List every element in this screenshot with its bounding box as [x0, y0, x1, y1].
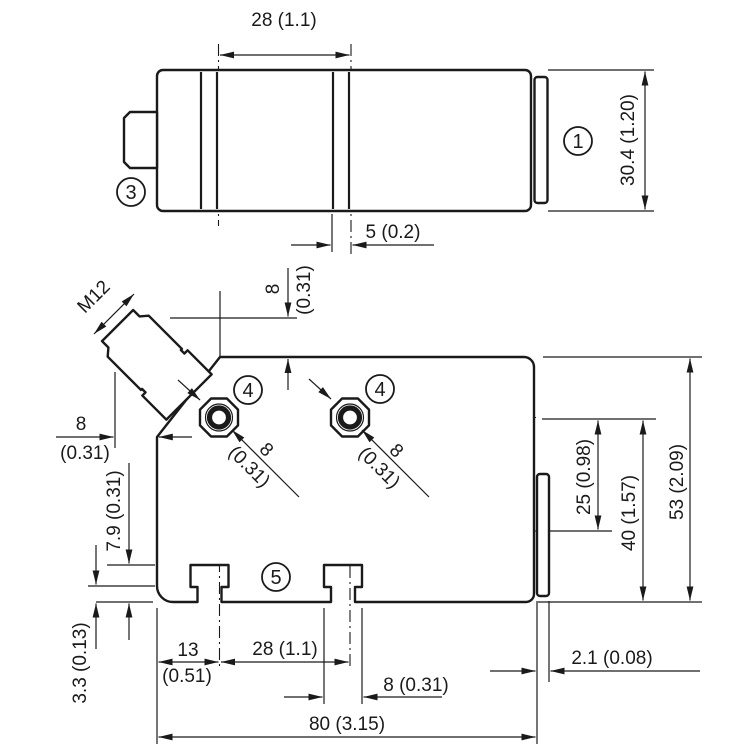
hole1-leader-arrow	[177, 379, 201, 401]
dim-top-8: 8 (0.31)	[170, 265, 315, 390]
dim-tab-label: 2.1 (0.08)	[571, 648, 652, 669]
dim-slot-width: 8 (0.31)	[284, 675, 449, 701]
dim-step-label: 3.3 (0.13)	[70, 622, 91, 703]
callout-1-label: 1	[572, 131, 583, 153]
dim-left-8-mm: 8	[76, 414, 87, 435]
callout-1: 1	[563, 126, 593, 156]
dim-step: 3.3 (0.13)	[70, 545, 155, 704]
hole2-leader-arrow	[308, 378, 332, 400]
dim-40-label: 40 (1.57)	[619, 475, 640, 551]
dim-13-mm: 13	[177, 640, 198, 661]
dim-53: 53 (2.09)	[667, 358, 694, 601]
callout-5: 5	[261, 562, 291, 592]
dim-groove-pitch-label: 28 (1.1)	[251, 10, 316, 31]
dim-overall-width: 80 (3.15)	[158, 714, 536, 741]
front-tab-top-view	[533, 75, 549, 205]
side-view: M12 8 (0.31) 8 (0.31) 8 (0.31)	[56, 265, 702, 744]
connector-top-view	[122, 110, 159, 170]
dim-height: 30.4 (1.20)	[548, 69, 654, 212]
callout-4a-label: 4	[242, 380, 253, 402]
dim-13-in: (0.51)	[162, 666, 212, 687]
dim-25-label: 25 (0.98)	[574, 439, 595, 515]
dim-slot-depth-label: 7.9 (0.31)	[104, 470, 125, 551]
dim-groove-offset: 5 (0.2)	[291, 214, 434, 252]
dim-slot-depth: 7.9 (0.31)	[104, 463, 155, 640]
callout-4b: 4	[365, 374, 395, 404]
housing-top-view	[155, 68, 533, 213]
dim-overall-width-label: 80 (3.15)	[309, 714, 385, 735]
dim-groove-pitch: 28 (1.1)	[220, 10, 350, 59]
dim-left-8-in: (0.31)	[60, 443, 110, 464]
dim-53-label: 53 (2.09)	[667, 444, 688, 520]
dim-top-8-mm: 8	[263, 284, 284, 295]
callout-5-label: 5	[270, 567, 281, 589]
dim-slot-pitch-label: 28 (1.1)	[252, 639, 317, 660]
dim-slot-pitch: 28 (1.1)	[221, 639, 349, 666]
dim-25: 25 (0.98)	[574, 420, 602, 530]
housing-side-view	[155, 355, 536, 604]
dim-left-8: 8 (0.31)	[56, 372, 192, 464]
callout-4b-label: 4	[374, 379, 385, 401]
dim-tab: 2.1 (0.08)	[490, 648, 700, 675]
dim-40: 40 (1.57)	[619, 420, 647, 601]
top-view: 28 (1.1) 5 (0.2) 30.4 (1.20) 1 3	[116, 10, 654, 258]
front-tab-side-view	[535, 472, 551, 598]
dim-m12-label: M12	[74, 277, 115, 318]
callout-3-label: 3	[125, 182, 136, 204]
mounting-hole-2	[329, 397, 371, 438]
dim-13: 13 (0.51)	[158, 640, 219, 687]
callout-4a: 4	[233, 375, 263, 405]
m12-connector	[100, 308, 213, 421]
dim-height-label: 30.4 (1.20)	[618, 94, 639, 186]
mounting-hole-1	[198, 397, 240, 438]
dim-top-8-in: (0.31)	[294, 265, 315, 315]
callout-3: 3	[116, 177, 146, 207]
dim-groove-offset-label: 5 (0.2)	[366, 222, 421, 243]
dim-slot-width-label: 8 (0.31)	[383, 675, 448, 696]
